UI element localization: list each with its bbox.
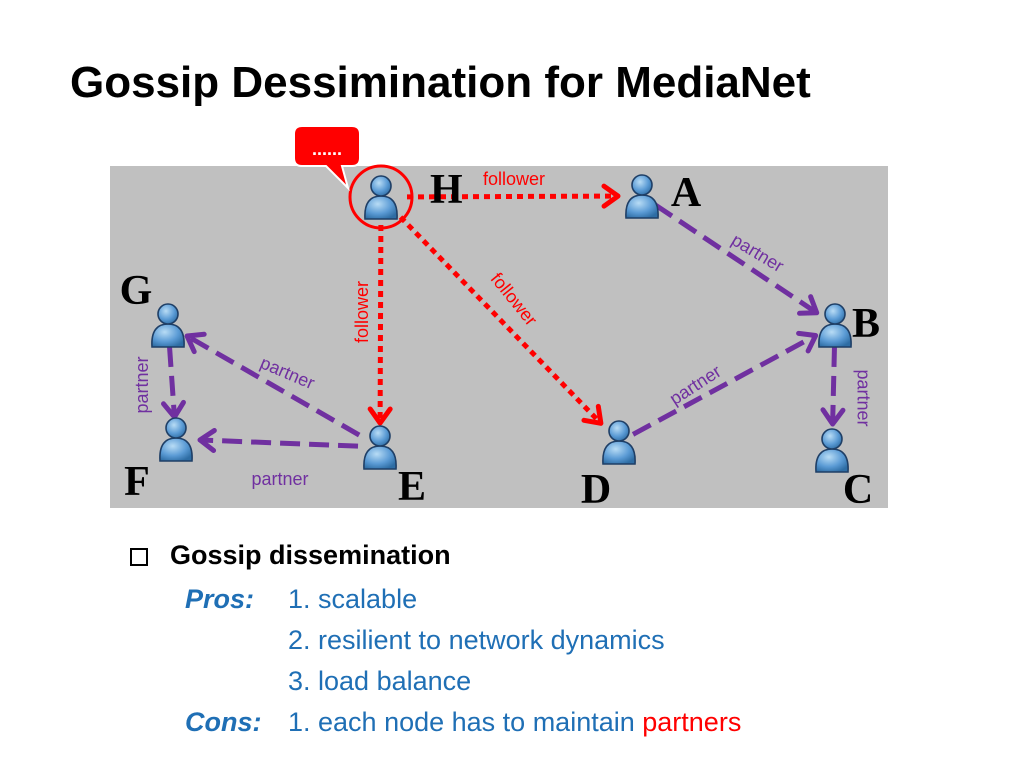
- cons-item-highlight: partners: [642, 707, 742, 737]
- node-h: H: [364, 167, 463, 220]
- arrowhead-icon: [820, 407, 846, 427]
- arrowhead-icon: [797, 294, 820, 316]
- edge-line: [830, 346, 837, 421]
- arrowhead-icon: [184, 331, 207, 355]
- arrowhead-icon: [601, 183, 621, 209]
- edge-label-b-c: partner: [853, 369, 873, 426]
- edge-label-h-e: follower: [352, 281, 372, 343]
- node-e: E: [363, 425, 426, 510]
- cons-item-1: 1. each node has to maintain partners: [288, 707, 741, 738]
- edge-follower-h-e: [367, 224, 393, 426]
- node-label-h: H: [430, 167, 463, 213]
- cons-label: Cons:: [185, 707, 262, 737]
- edge-partner-a-b: [653, 202, 820, 316]
- node-label-b: B: [852, 301, 880, 347]
- node-d: D: [581, 420, 636, 513]
- node-label-c: C: [843, 467, 873, 513]
- node-label-g: G: [120, 268, 153, 314]
- node-a: A: [625, 170, 702, 219]
- edge-follower-h-a: [406, 183, 621, 209]
- edge-line: [189, 335, 361, 438]
- edge-partner-d-b: [631, 330, 819, 437]
- edge-partner-e-f: [197, 427, 359, 453]
- node-c: C: [815, 428, 873, 513]
- bullet-heading-row: Gossip dissemination: [130, 540, 451, 571]
- edge-layer: [161, 183, 846, 453]
- page-title: Gossip Dessimination for MediaNet: [70, 58, 811, 107]
- edge-label-g-f: partner: [132, 356, 152, 413]
- node-label-d: D: [581, 467, 611, 513]
- edge-line: [167, 346, 177, 414]
- edge-partner-e-g: [184, 331, 361, 438]
- callout-text: ......: [312, 139, 342, 159]
- pros-item-3: 3. load balance: [288, 666, 472, 696]
- edge-line: [398, 215, 600, 423]
- edge-partner-g-f: [161, 346, 186, 420]
- cons-item-text: 1. each node has to maintain: [288, 707, 635, 737]
- edge-line: [406, 193, 615, 200]
- highlight-ring: [348, 164, 414, 230]
- edge-follower-h-d: [398, 215, 604, 426]
- edge-line: [203, 437, 359, 449]
- diagram-panel: [110, 166, 888, 508]
- bullet-heading: Gossip dissemination: [170, 540, 451, 570]
- pros-item-1: 1. scalable: [288, 584, 418, 614]
- arrowhead-icon: [197, 427, 217, 453]
- pros-label: Pros:: [185, 584, 255, 614]
- arrowhead-icon: [581, 403, 604, 426]
- arrowhead-icon: [161, 399, 186, 420]
- speech-callout: ......: [293, 125, 361, 192]
- arrowhead-icon: [367, 406, 393, 426]
- pros-item-2: 2. resilient to network dynamics: [288, 625, 665, 655]
- node-layer: H A B C D E F G: [120, 167, 880, 513]
- checkbox-bullet-icon: [130, 548, 148, 566]
- node-label-f: F: [124, 459, 150, 505]
- edge-label-e-f: partner: [251, 469, 308, 489]
- node-label-e: E: [398, 464, 426, 510]
- edge-line: [631, 335, 814, 437]
- node-g: G: [120, 268, 185, 348]
- node-b: B: [818, 301, 880, 348]
- edge-line: [653, 202, 815, 313]
- edge-partner-b-c: [820, 346, 846, 427]
- edge-label-h-a: follower: [483, 169, 545, 189]
- arrowhead-icon: [796, 330, 819, 354]
- node-label-a: A: [671, 170, 702, 216]
- node-f: F: [124, 417, 193, 505]
